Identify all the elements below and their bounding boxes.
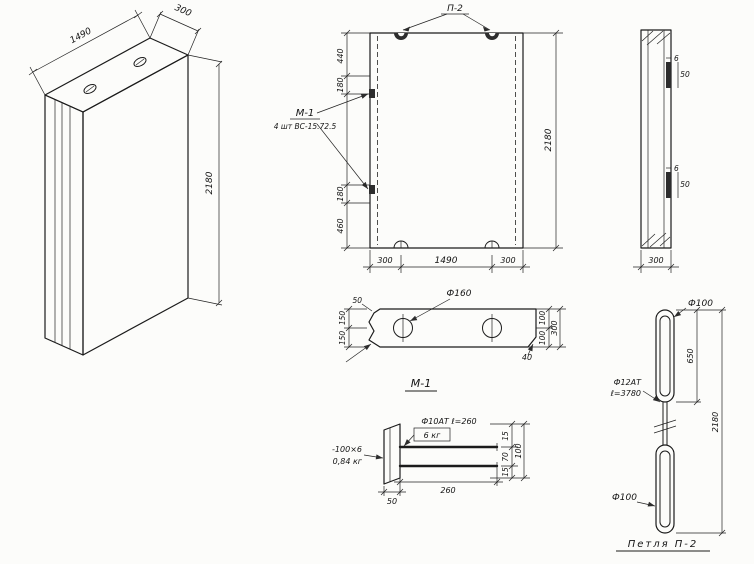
- section-dim-150-bottom: 150: [338, 331, 347, 346]
- lifting-loop-top-left: [394, 33, 408, 40]
- iso-lifting-hole: [133, 56, 147, 68]
- front-dim-height: 2180: [544, 128, 554, 151]
- m1-dim-rod-length: 260: [440, 486, 455, 495]
- callout-m1-title: М-1: [296, 108, 315, 119]
- p2-top-loop: [655, 309, 675, 403]
- side-embed-length: 50: [680, 70, 690, 79]
- front-dim-440: 440: [336, 48, 345, 63]
- m1-rod-spec: Ф10АТ ℓ=260: [421, 417, 476, 426]
- p2-bar-length: ℓ=3780: [610, 389, 641, 398]
- section-hole-dia: Ф160: [447, 289, 472, 299]
- plan-section-view: Ф160 50 150 150 100 100 300 40: [338, 289, 566, 363]
- section-dim-150-top: 150: [338, 311, 347, 326]
- detail-p2: Ф100 650 2180 Ф12АТ ℓ=3780 Ф100 Петля П-…: [610, 299, 726, 552]
- lifting-loop-top-right: [485, 33, 499, 40]
- iso-dim-length: 1490: [69, 26, 94, 46]
- panel-outline: [369, 32, 524, 249]
- side-view: 6 50 6 50 300: [633, 29, 690, 273]
- iso-dim-height: 2180: [205, 171, 215, 194]
- side-embed-upper: [666, 62, 671, 88]
- front-dim-460: 460: [336, 218, 345, 233]
- m1-dim-overall: 100: [514, 443, 523, 458]
- m1-plate-weight: 0,84 кг: [333, 457, 363, 466]
- loop-ref-label: П-2: [447, 4, 463, 14]
- iso-lifting-hole: [83, 83, 97, 95]
- side-dim-width: 300: [648, 256, 663, 265]
- p2-title: Петля П-2: [628, 539, 699, 550]
- side-embed-lower: [666, 172, 671, 198]
- side-embed-thickness-2: 6: [674, 164, 679, 173]
- embed-mark-upper: [369, 89, 375, 98]
- section-dim-100-bottom: 100: [538, 331, 547, 346]
- m1-plate: [383, 423, 401, 485]
- m1-title: М-1: [411, 377, 431, 390]
- front-dim-300-left: 300: [377, 256, 392, 265]
- section-dim-100-top: 100: [538, 311, 547, 326]
- p2-dim-overall-height: 2180: [711, 412, 720, 432]
- side-outline: [640, 29, 672, 249]
- section-edge-offset: 50: [352, 296, 362, 305]
- section-outline: [368, 308, 537, 348]
- m1-dim-plate-width: 50: [387, 497, 397, 506]
- callout-m1-note: 4 шт ВС-15.72.5: [274, 122, 337, 131]
- p2-bottom-dia: Ф100: [612, 493, 637, 503]
- m1-rod-weight: 6 кг: [424, 431, 441, 440]
- detail-m1: М-1 Ф10АТ ℓ=260 6 кг -100×6 0,84 кг 260 …: [332, 377, 530, 506]
- front-dim-300-right: 300: [500, 256, 515, 265]
- front-dim-180-top: 180: [336, 77, 345, 92]
- p2-dim-loop-height: 650: [686, 348, 695, 363]
- side-embed-thickness: 6: [674, 54, 679, 63]
- section-dim-chamfer: 40: [522, 353, 532, 362]
- iso-left-face: [44, 94, 84, 356]
- m1-chain-15-bottom: 15: [501, 467, 510, 477]
- p2-bar-spec: Ф12АТ: [614, 378, 643, 387]
- iso-top-face: [44, 37, 189, 113]
- iso-dim-depth: 300: [173, 3, 193, 19]
- m1-chain-15-top: 15: [501, 431, 510, 441]
- section-dim-overall: 300: [550, 320, 559, 335]
- side-embed-length-2: 50: [680, 180, 690, 189]
- front-view: П-2 М-1 4 шт ВС-15.72.5 440 180 180: [274, 4, 563, 273]
- embed-mark-lower: [369, 185, 375, 194]
- m1-chain-70: 70: [501, 452, 510, 462]
- isometric-view: 1490 300 2180: [28, 3, 223, 356]
- iso-main-face: [82, 54, 189, 356]
- p2-top-dia: Ф100: [688, 299, 713, 309]
- p2-bottom-loop: [655, 444, 675, 534]
- front-dim-1490: 1490: [435, 256, 458, 266]
- front-dim-180-bottom: 180: [336, 186, 345, 201]
- m1-plate-spec: -100×6: [332, 445, 362, 454]
